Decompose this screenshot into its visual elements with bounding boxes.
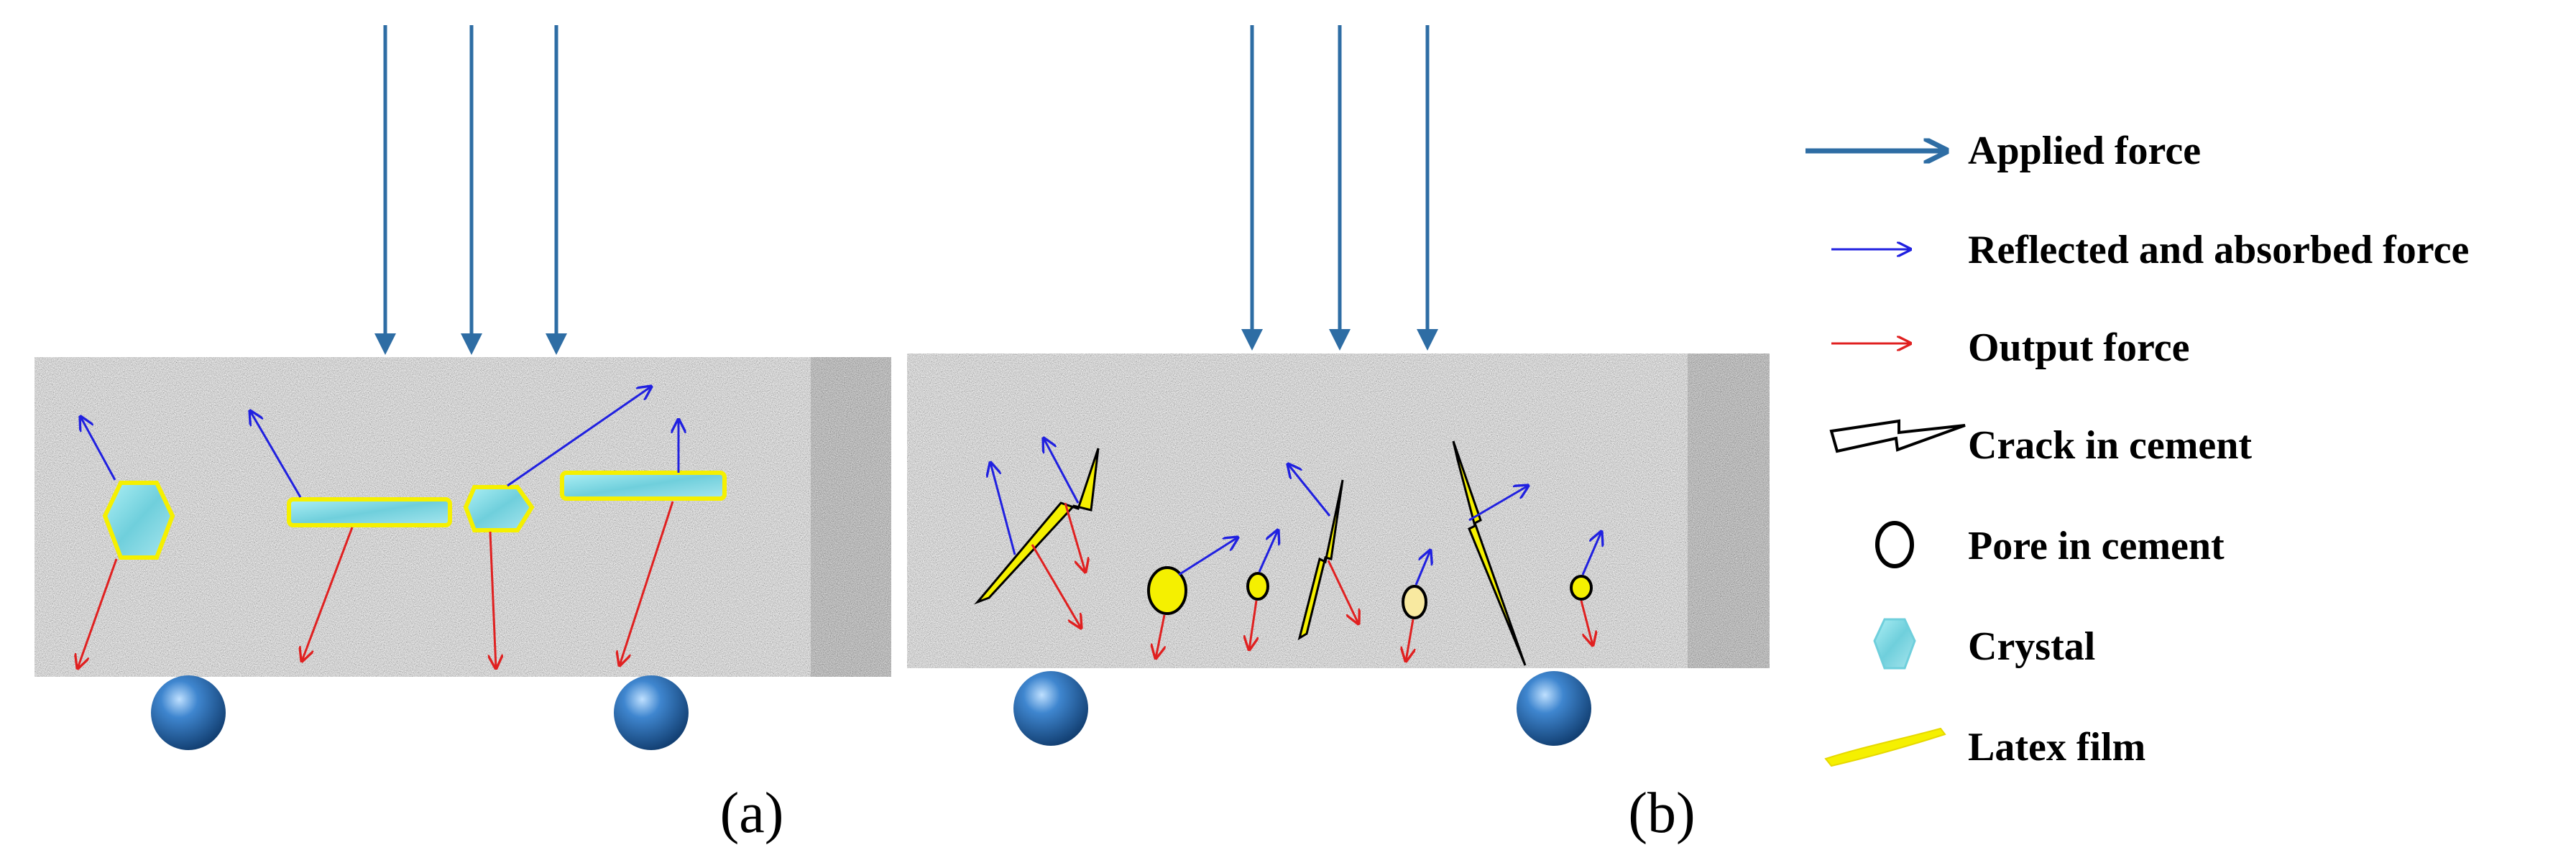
cracks-b (974, 440, 1527, 666)
crack (1452, 440, 1527, 666)
legend-label: Output force (1968, 325, 2190, 370)
legend-item-output-force: Output force (1831, 325, 2190, 370)
reflected-forces-a (80, 387, 678, 498)
panel-label-b: (b) (1628, 782, 1695, 845)
panel-b: (b) (901, 25, 1776, 845)
pore (1570, 575, 1593, 601)
reflected-forces-b (990, 438, 1601, 586)
legend-item-applied-force: Applied force (1806, 129, 2201, 173)
legend-label: Reflected and absorbed force (1968, 228, 2469, 272)
beam-b (901, 347, 1776, 675)
legend: Applied force Reflected and absorbed for… (1806, 129, 2469, 770)
support-ball (1013, 671, 1088, 746)
legend-label: Applied force (1968, 129, 2201, 173)
crystals-a (102, 471, 727, 560)
pore-icon (1875, 521, 1914, 568)
applied-force-arrows-a (374, 25, 567, 355)
support-ball (151, 675, 226, 750)
crystal-block (463, 485, 535, 532)
output-forces-b (1031, 502, 1593, 661)
crack (1297, 479, 1344, 641)
panel-label-a: (a) (720, 782, 784, 845)
crystal-bar (560, 471, 727, 501)
legend-item-crystal: Crystal (1873, 618, 2095, 670)
legend-label: Crystal (1968, 624, 2095, 669)
support-ball (614, 675, 689, 750)
output-forces-a (78, 501, 674, 668)
legend-item-latex-film: Latex film (1824, 725, 2145, 770)
legend-label: Latex film (1968, 725, 2145, 770)
crack (974, 448, 1100, 605)
legend-item-reflected-force: Reflected and absorbed force (1831, 228, 2469, 272)
applied-force-arrows-b (1241, 25, 1438, 351)
support-ball (1517, 671, 1591, 746)
crystal-icon (1873, 618, 1916, 670)
latex-film-icon (1824, 727, 1946, 767)
pore (1246, 572, 1269, 601)
crystal-bar (287, 497, 452, 527)
legend-item-pore: Pore in cement (1875, 521, 2225, 568)
crack-icon (1829, 419, 1966, 453)
legend-label: Pore in cement (1968, 524, 2225, 568)
crystal-hexagon (102, 481, 175, 560)
pore (1147, 566, 1187, 615)
pore (1402, 585, 1427, 619)
legend-label: Crack in cement (1968, 423, 2252, 468)
panel-a: (a) (28, 25, 898, 845)
pores-b (1147, 566, 1593, 619)
legend-item-crack: Crack in cement (1829, 419, 2252, 468)
